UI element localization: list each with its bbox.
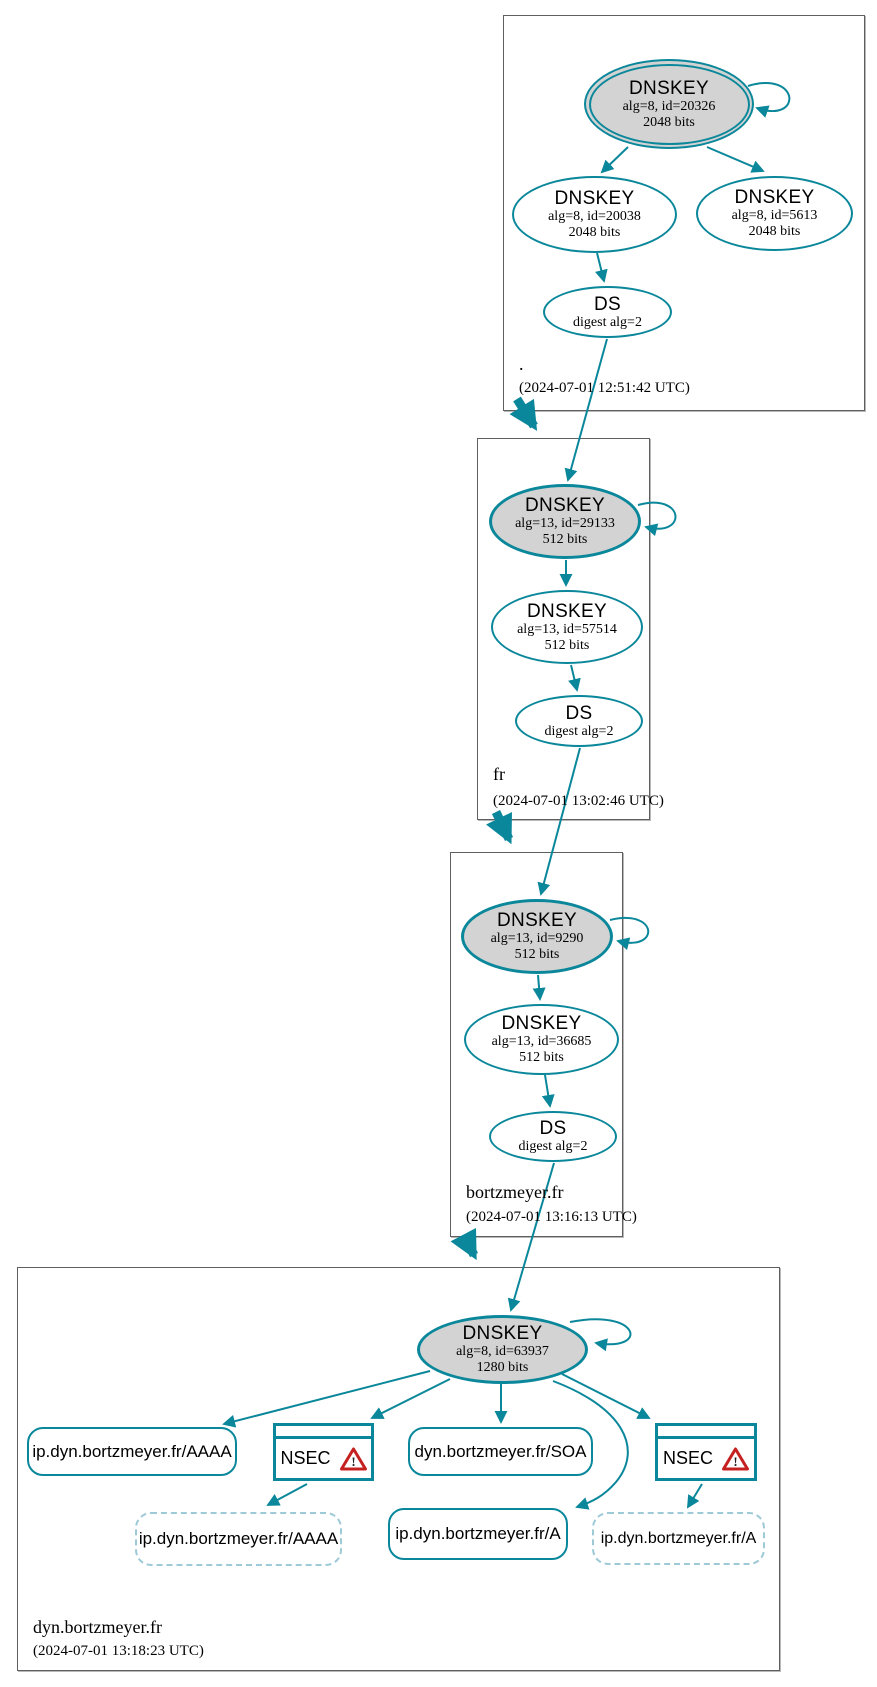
- zone-box-dyn-bortzmeyer-fr: [17, 1267, 780, 1671]
- node-detail: alg=8, id=63937: [456, 1344, 549, 1360]
- node-title: DS: [565, 702, 593, 724]
- svg-text:!: !: [733, 1454, 737, 1469]
- node-detail: 512 bits: [542, 532, 588, 548]
- ds-bortzmeyer-node[interactable]: DS digest alg=2: [489, 1111, 617, 1162]
- rrset-ip-dyn-aaaa[interactable]: ip.dyn.bortzmeyer.fr/AAAA: [27, 1427, 237, 1476]
- nsec-band: [276, 1426, 371, 1439]
- zone-name-dyn-bortzmeyer-fr: dyn.bortzmeyer.fr: [33, 1617, 162, 1637]
- ds-fr-node[interactable]: DS digest alg=2: [515, 695, 643, 747]
- rrset-ip-dyn-aaaa-negative[interactable]: ip.dyn.bortzmeyer.fr/AAAA: [135, 1512, 342, 1566]
- node-detail: alg=8, id=5613: [731, 208, 818, 224]
- zone-name-bortzmeyer-fr: bortzmeyer.fr: [466, 1182, 564, 1202]
- node-title: DNSKEY: [525, 495, 605, 517]
- node-title: DS: [539, 1118, 567, 1140]
- rrset-label: ip.dyn.bortzmeyer.fr/AAAA: [32, 1441, 232, 1461]
- zone-box-root: [503, 15, 865, 411]
- rrset-dyn-soa[interactable]: dyn.bortzmeyer.fr/SOA: [408, 1427, 593, 1476]
- nsec-label: NSEC: [662, 1448, 713, 1468]
- warning-icon: !: [722, 1447, 749, 1470]
- node-detail: 512 bits: [519, 1050, 564, 1066]
- dnskey-root-key2-node[interactable]: DNSKEY alg=8, id=5613 2048 bits: [696, 176, 853, 251]
- dnskey-fr-ksk-node[interactable]: DNSKEY alg=13, id=29133 512 bits: [489, 484, 641, 559]
- rrset-label: ip.dyn.bortzmeyer.fr/A: [395, 1524, 561, 1543]
- rrset-label: ip.dyn.bortzmeyer.fr/A: [600, 1529, 757, 1547]
- node-detail: 2048 bits: [643, 114, 695, 130]
- dnskey-root-ksk-node[interactable]: DNSKEY alg=8, id=20326 2048 bits: [584, 59, 754, 149]
- nsec-label: NSEC: [280, 1448, 331, 1468]
- node-detail: 1280 bits: [476, 1360, 529, 1376]
- node-title: DNSKEY: [501, 1013, 582, 1035]
- node-detail: digest alg=2: [518, 1139, 588, 1155]
- zone-timestamp-fr: (2024-07-01 13:02:46 UTC): [493, 793, 664, 809]
- node-detail: digest alg=2: [573, 314, 642, 330]
- svg-text:!: !: [351, 1454, 355, 1469]
- warning-icon: !: [339, 1447, 367, 1470]
- rrset-label: dyn.bortzmeyer.fr/SOA: [414, 1441, 587, 1461]
- node-detail: 2048 bits: [748, 224, 801, 240]
- rrset-ip-dyn-a-negative[interactable]: ip.dyn.bortzmeyer.fr/A: [592, 1512, 765, 1565]
- nsec-band: [658, 1426, 754, 1439]
- dnskey-bortzmeyer-zsk-node[interactable]: DNSKEY alg=13, id=36685 512 bits: [464, 1004, 619, 1075]
- node-detail: 512 bits: [514, 947, 560, 963]
- zone-name-fr: fr: [493, 764, 505, 784]
- ds-root-node[interactable]: DS digest alg=2: [543, 286, 672, 338]
- zone-name-root: .: [519, 354, 524, 374]
- node-title: DNSKEY: [497, 910, 577, 932]
- dnskey-root-zsk-node[interactable]: DNSKEY alg=8, id=20038 2048 bits: [512, 176, 677, 253]
- node-title: DNSKEY: [629, 77, 709, 99]
- node-detail: alg=13, id=9290: [490, 931, 584, 947]
- node-detail: alg=13, id=29133: [515, 516, 615, 532]
- node-title: DNSKEY: [554, 188, 635, 210]
- node-detail: 512 bits: [544, 637, 590, 653]
- node-detail: alg=8, id=20038: [548, 209, 641, 225]
- nsec-node-2[interactable]: NSEC !: [655, 1423, 757, 1481]
- rrset-label: ip.dyn.bortzmeyer.fr/AAAA: [138, 1529, 339, 1548]
- node-detail: alg=8, id=20326: [622, 98, 716, 114]
- node-title: DNSKEY: [462, 1323, 543, 1345]
- nsec-node-1[interactable]: NSEC !: [273, 1423, 374, 1481]
- node-title: DNSKEY: [734, 187, 815, 209]
- dnskey-fr-zsk-node[interactable]: DNSKEY alg=13, id=57514 512 bits: [491, 590, 643, 664]
- node-detail: 2048 bits: [568, 225, 621, 241]
- node-detail: alg=13, id=57514: [517, 621, 617, 637]
- zone-timestamp-bortzmeyer-fr: (2024-07-01 13:16:13 UTC): [466, 1209, 637, 1225]
- dnskey-bortzmeyer-ksk-node[interactable]: DNSKEY alg=13, id=9290 512 bits: [461, 899, 613, 974]
- rrset-ip-dyn-a[interactable]: ip.dyn.bortzmeyer.fr/A: [388, 1508, 568, 1560]
- node-detail: digest alg=2: [544, 723, 614, 739]
- dnskey-dyn-ksk-node[interactable]: DNSKEY alg=8, id=63937 1280 bits: [417, 1315, 588, 1384]
- zone-timestamp-root: (2024-07-01 12:51:42 UTC): [519, 380, 690, 396]
- node-title: DNSKEY: [527, 600, 607, 622]
- node-title: DS: [594, 293, 621, 315]
- node-detail: alg=13, id=36685: [491, 1034, 592, 1050]
- zone-timestamp-dyn-bortzmeyer-fr: (2024-07-01 13:18:23 UTC): [33, 1643, 204, 1659]
